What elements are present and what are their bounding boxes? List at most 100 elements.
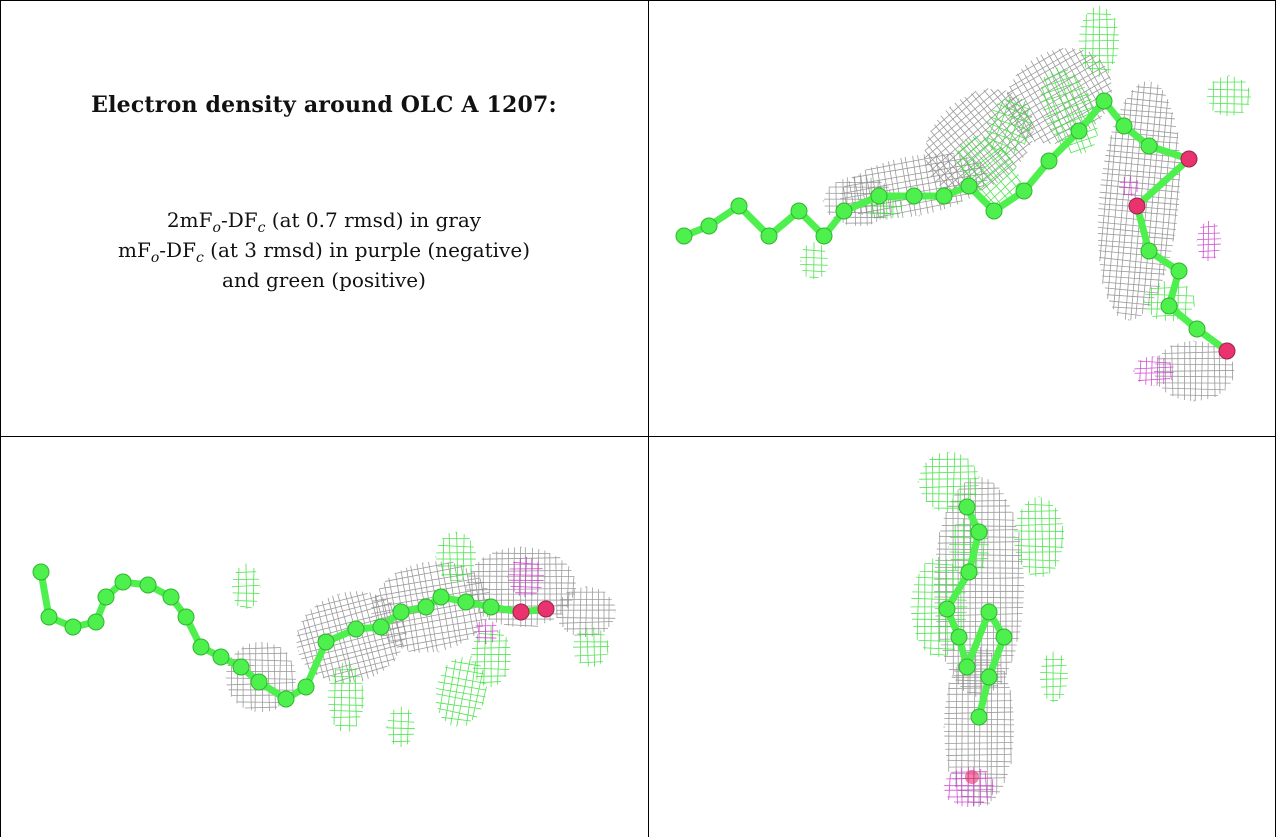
mesh-line <box>327 696 365 699</box>
mesh-line <box>436 688 486 698</box>
mesh-line <box>566 591 570 633</box>
mesh-line <box>1006 93 1036 143</box>
mesh-line <box>929 458 969 460</box>
atom <box>950 628 968 646</box>
mesh-line <box>865 152 955 171</box>
mesh-line <box>934 571 1024 574</box>
mesh-line <box>988 174 1019 203</box>
mesh-line <box>503 624 539 627</box>
atom <box>815 227 833 245</box>
mesh-line <box>946 753 1012 756</box>
mesh-line <box>504 637 507 677</box>
mesh-line <box>466 587 576 591</box>
mesh-line <box>959 140 993 172</box>
mesh-line <box>1101 179 1180 188</box>
mesh-line <box>1040 497 1044 577</box>
mesh-line <box>1192 295 1195 307</box>
mesh-line <box>931 90 977 132</box>
mesh-line <box>925 92 1013 166</box>
mesh-line <box>919 485 979 489</box>
mesh-line <box>1019 510 1059 513</box>
mesh-line <box>450 657 463 726</box>
mesh-line <box>957 150 1003 207</box>
mesh-line <box>1208 102 1250 105</box>
atom <box>995 628 1013 646</box>
mesh-line <box>982 167 1017 200</box>
atom <box>114 573 132 591</box>
gray-density-mesh <box>1153 340 1235 402</box>
mesh-line <box>982 137 1022 183</box>
mesh-line <box>1006 49 1084 95</box>
mesh-line <box>456 532 459 582</box>
mesh-line <box>975 161 1014 194</box>
mesh-line <box>1086 67 1112 71</box>
mesh-line <box>1000 146 1015 165</box>
mesh-line <box>387 727 415 730</box>
mesh-line <box>572 589 575 635</box>
positive-density-mesh <box>1206 75 1251 116</box>
mesh-line <box>920 471 978 474</box>
mesh-line <box>1045 655 1048 699</box>
mesh-line <box>802 249 826 252</box>
mesh-line <box>572 576 575 598</box>
mesh-line <box>1112 306 1148 310</box>
mesh-line <box>1020 82 1112 135</box>
mesh-line <box>948 687 1010 689</box>
mesh-line <box>500 549 503 625</box>
atom <box>1218 342 1236 360</box>
mesh-line <box>1097 239 1173 247</box>
mesh-line <box>440 561 458 647</box>
negative-density-mesh <box>507 556 546 598</box>
mesh-line <box>579 587 582 637</box>
mesh-line <box>384 565 466 582</box>
mesh-line <box>945 110 1004 180</box>
mesh-line <box>394 561 454 574</box>
atom <box>512 603 530 621</box>
mesh-line <box>471 647 511 649</box>
mesh-line <box>991 779 994 795</box>
atom <box>960 563 978 581</box>
mesh-line <box>1198 249 1220 253</box>
mesh-line <box>989 145 1011 156</box>
atom <box>980 603 998 621</box>
atom <box>985 202 1003 220</box>
mesh-line <box>1023 120 1032 146</box>
mesh-line <box>1070 144 1095 154</box>
atom <box>139 576 157 594</box>
mesh-line <box>983 89 1031 146</box>
mesh-line <box>1161 351 1227 354</box>
caption-text: -DF <box>220 208 258 232</box>
mesh-line <box>355 591 379 675</box>
atom <box>192 638 210 656</box>
mesh-line <box>1079 33 1119 36</box>
mesh-line <box>1208 88 1250 91</box>
mesh-line <box>1123 102 1172 110</box>
mesh-line <box>959 454 962 510</box>
caption-line-2fofc: 2mFo-DFc (at 0.7 rmsd) in gray <box>0 205 648 243</box>
mesh-line <box>947 759 1011 763</box>
mesh-line <box>924 562 954 566</box>
mesh-line <box>1197 232 1221 235</box>
mesh-line <box>1040 672 1068 675</box>
mesh-line <box>559 621 613 624</box>
caption-line-colors: and green (positive) <box>222 268 426 292</box>
mesh-line <box>579 661 603 664</box>
mesh-line <box>474 640 508 642</box>
mesh-line <box>986 479 989 695</box>
mesh-line <box>439 664 448 713</box>
caption-subscript: c <box>257 220 266 236</box>
atom <box>277 690 295 708</box>
mesh-line <box>968 140 1033 193</box>
mesh-line <box>1112 17 1116 65</box>
mesh-line <box>1009 689 1012 765</box>
mesh-line <box>1109 300 1152 306</box>
mesh-line <box>1130 176 1132 196</box>
mesh-line <box>923 465 975 468</box>
positive-density-mesh <box>1012 496 1064 577</box>
mesh-line <box>428 561 446 650</box>
mesh-line <box>1117 113 1175 120</box>
mesh-line <box>305 614 325 679</box>
mesh-line <box>335 669 357 671</box>
mesh-line <box>290 660 294 694</box>
atom <box>980 668 998 686</box>
